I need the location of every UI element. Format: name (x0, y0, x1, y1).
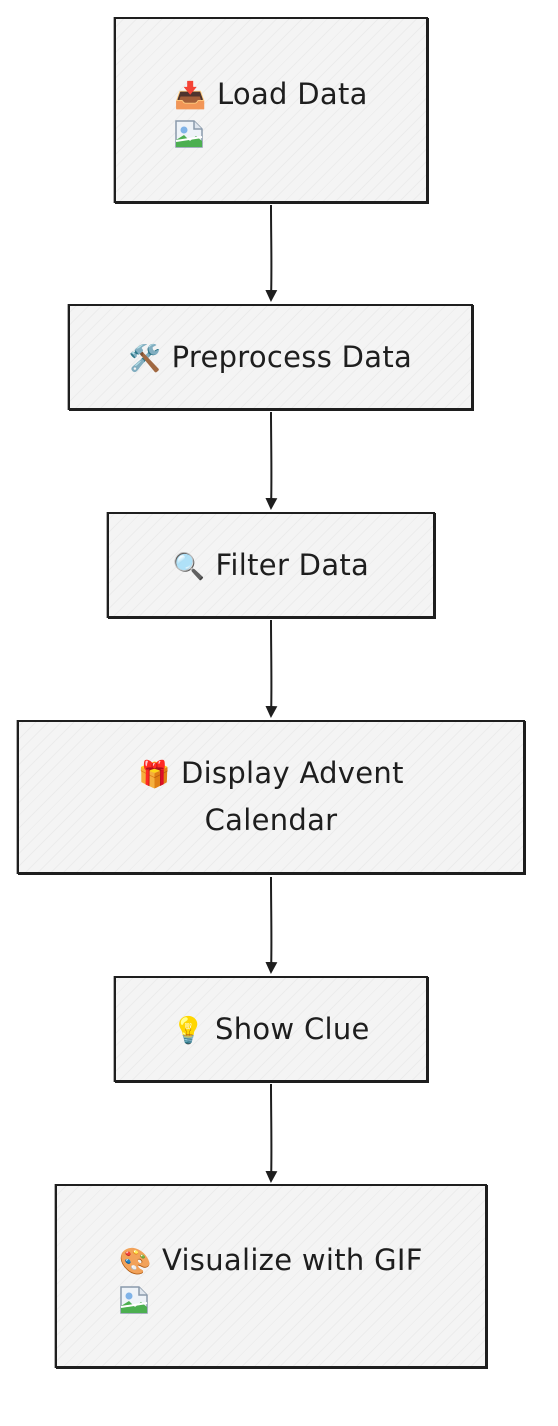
node-display-advent-calendar-label-line2: Calendar (204, 803, 338, 837)
node-visualize-with-gif: 🎨 Visualize with GIF (55, 1184, 487, 1368)
hammer-and-wrench-icon: 🛠️ (128, 343, 162, 374)
node-display-advent-calendar-content: 🎁 Display Advent Calendar (138, 750, 404, 844)
inbox-tray-icon: 📥 (174, 80, 207, 111)
node-show-clue: 💡 Show Clue (114, 976, 428, 1082)
node-filter-data-label: Filter Data (215, 547, 370, 582)
node-visualize-with-gif-label: Visualize with GIF (161, 1242, 423, 1277)
node-display-advent-calendar-label-line1: Display Advent (180, 756, 404, 791)
wrapped-gift-icon: 🎁 (138, 760, 171, 791)
node-filter-data-content: 🔍 Filter Data (173, 542, 369, 589)
magnifying-glass-icon: 🔍 (172, 551, 206, 582)
node-preprocess-data: 🛠️ Preprocess Data (68, 304, 473, 410)
node-load-data-content: 📥 Load Data (174, 71, 367, 150)
broken-image-icon (120, 1286, 149, 1315)
light-bulb-icon: 💡 (172, 1015, 205, 1046)
node-show-clue-label: Show Clue (214, 1011, 370, 1046)
node-preprocess-data-content: 🛠️ Preprocess Data (129, 334, 412, 381)
node-show-clue-content: 💡 Show Clue (172, 1006, 369, 1053)
node-preprocess-data-label: Preprocess Data (171, 339, 413, 374)
node-load-data-label: Load Data (216, 76, 368, 111)
node-load-data: 📥 Load Data (114, 17, 428, 203)
node-display-advent-calendar: 🎁 Display Advent Calendar (17, 720, 525, 874)
artist-palette-icon: 🎨 (119, 1246, 152, 1277)
node-filter-data: 🔍 Filter Data (107, 512, 435, 618)
broken-image-icon (175, 120, 204, 149)
node-visualize-with-gif-content: 🎨 Visualize with GIF (119, 1237, 422, 1316)
